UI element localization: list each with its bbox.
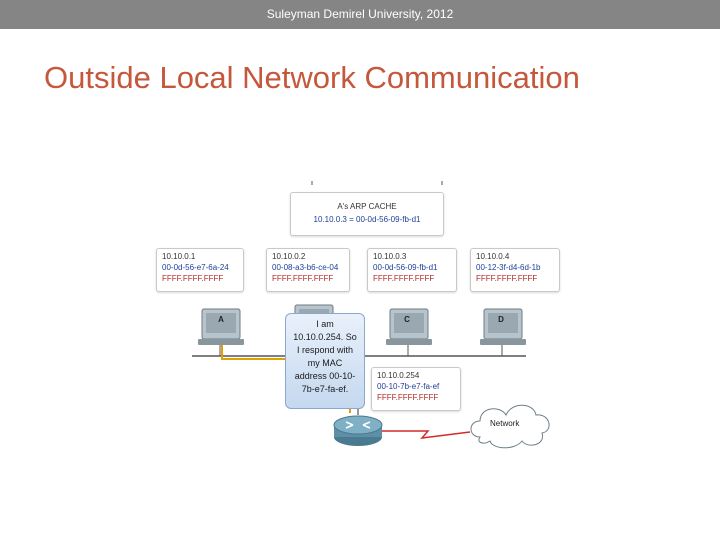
- router-reply-bubble: I am 10.10.0.254. So I respond with my M…: [285, 313, 365, 409]
- slide-title: Outside Local Network Communication: [44, 60, 580, 95]
- bubble-line: address 00-10-: [294, 371, 356, 381]
- arp-cache-box: A's ARP CACHE 10.10.0.3 = 00-0d-56-09-fb…: [290, 192, 444, 236]
- host-card-c: 10.10.0.3 00-0d-56-09-fb-d1 FFFF.FFFF.FF…: [367, 248, 457, 292]
- host-a-ip: 10.10.0.1: [162, 252, 196, 261]
- network-diagram: A's ARP CACHE 10.10.0.3 = 00-0d-56-09-fb…: [150, 175, 570, 465]
- wan-link: [382, 430, 471, 439]
- pc-c-icon: [386, 308, 432, 345]
- host-card-b: 10.10.0.2 00-08-a3-b6-ce-04 FFFF.FFFF.FF…: [266, 248, 350, 292]
- bubble-line: 7b-e7-fa-ef.: [301, 384, 349, 394]
- host-d-ip: 10.10.0.4: [476, 252, 510, 261]
- host-a-broadcast: FFFF.FFFF.FFFF: [162, 274, 224, 283]
- host-d-mac: 00-12-3f-d4-6d-1b: [476, 263, 541, 272]
- bubble-line: I am: [316, 319, 334, 329]
- host-c-mac: 00-0d-56-09-fb-d1: [373, 263, 438, 272]
- header-text: Suleyman Demirel University, 2012: [266, 7, 454, 21]
- host-b-mac: 00-08-a3-b6-ce-04: [272, 263, 339, 272]
- router-ip: 10.10.0.254: [377, 371, 420, 380]
- bubble-line: I respond with: [296, 345, 354, 355]
- arp-cache-heading: A's ARP CACHE: [337, 202, 397, 211]
- bubble-line: my MAC: [307, 358, 343, 368]
- pc-d-label: D: [498, 315, 504, 324]
- router-mac: 00-10-7b-e7-fa-ef: [377, 382, 440, 391]
- host-card-d: 10.10.0.4 00-12-3f-d4-6d-1b FFFF.FFFF.FF…: [470, 248, 560, 292]
- host-card-a: 10.10.0.1 00-0d-56-e7-6a-24 FFFF.FFFF.FF…: [156, 248, 244, 292]
- pc-a-icon: [198, 308, 244, 345]
- host-d-broadcast: FFFF.FFFF.FFFF: [476, 274, 538, 283]
- pc-a-label: A: [218, 315, 224, 324]
- router-icon: [333, 415, 383, 446]
- slide-header: Suleyman Demirel University, 2012: [0, 0, 720, 29]
- router-broadcast: FFFF.FFFF.FFFF: [377, 393, 439, 402]
- host-c-ip: 10.10.0.3: [373, 252, 407, 261]
- pc-c-label: C: [404, 315, 410, 324]
- host-b-broadcast: FFFF.FFFF.FFFF: [272, 274, 334, 283]
- network-cloud-icon: [470, 404, 550, 449]
- arp-cache-entry: 10.10.0.3 = 00-0d-56-09-fb-d1: [313, 215, 421, 224]
- host-b-ip: 10.10.0.2: [272, 252, 306, 261]
- router-card: 10.10.0.254 00-10-7b-e7-fa-ef FFFF.FFFF.…: [371, 367, 461, 411]
- network-label: Network: [490, 419, 520, 428]
- host-a-mac: 00-0d-56-e7-6a-24: [162, 263, 229, 272]
- host-c-broadcast: FFFF.FFFF.FFFF: [373, 274, 435, 283]
- bubble-line: 10.10.0.254. So: [293, 332, 357, 342]
- pc-d-icon: [480, 308, 526, 345]
